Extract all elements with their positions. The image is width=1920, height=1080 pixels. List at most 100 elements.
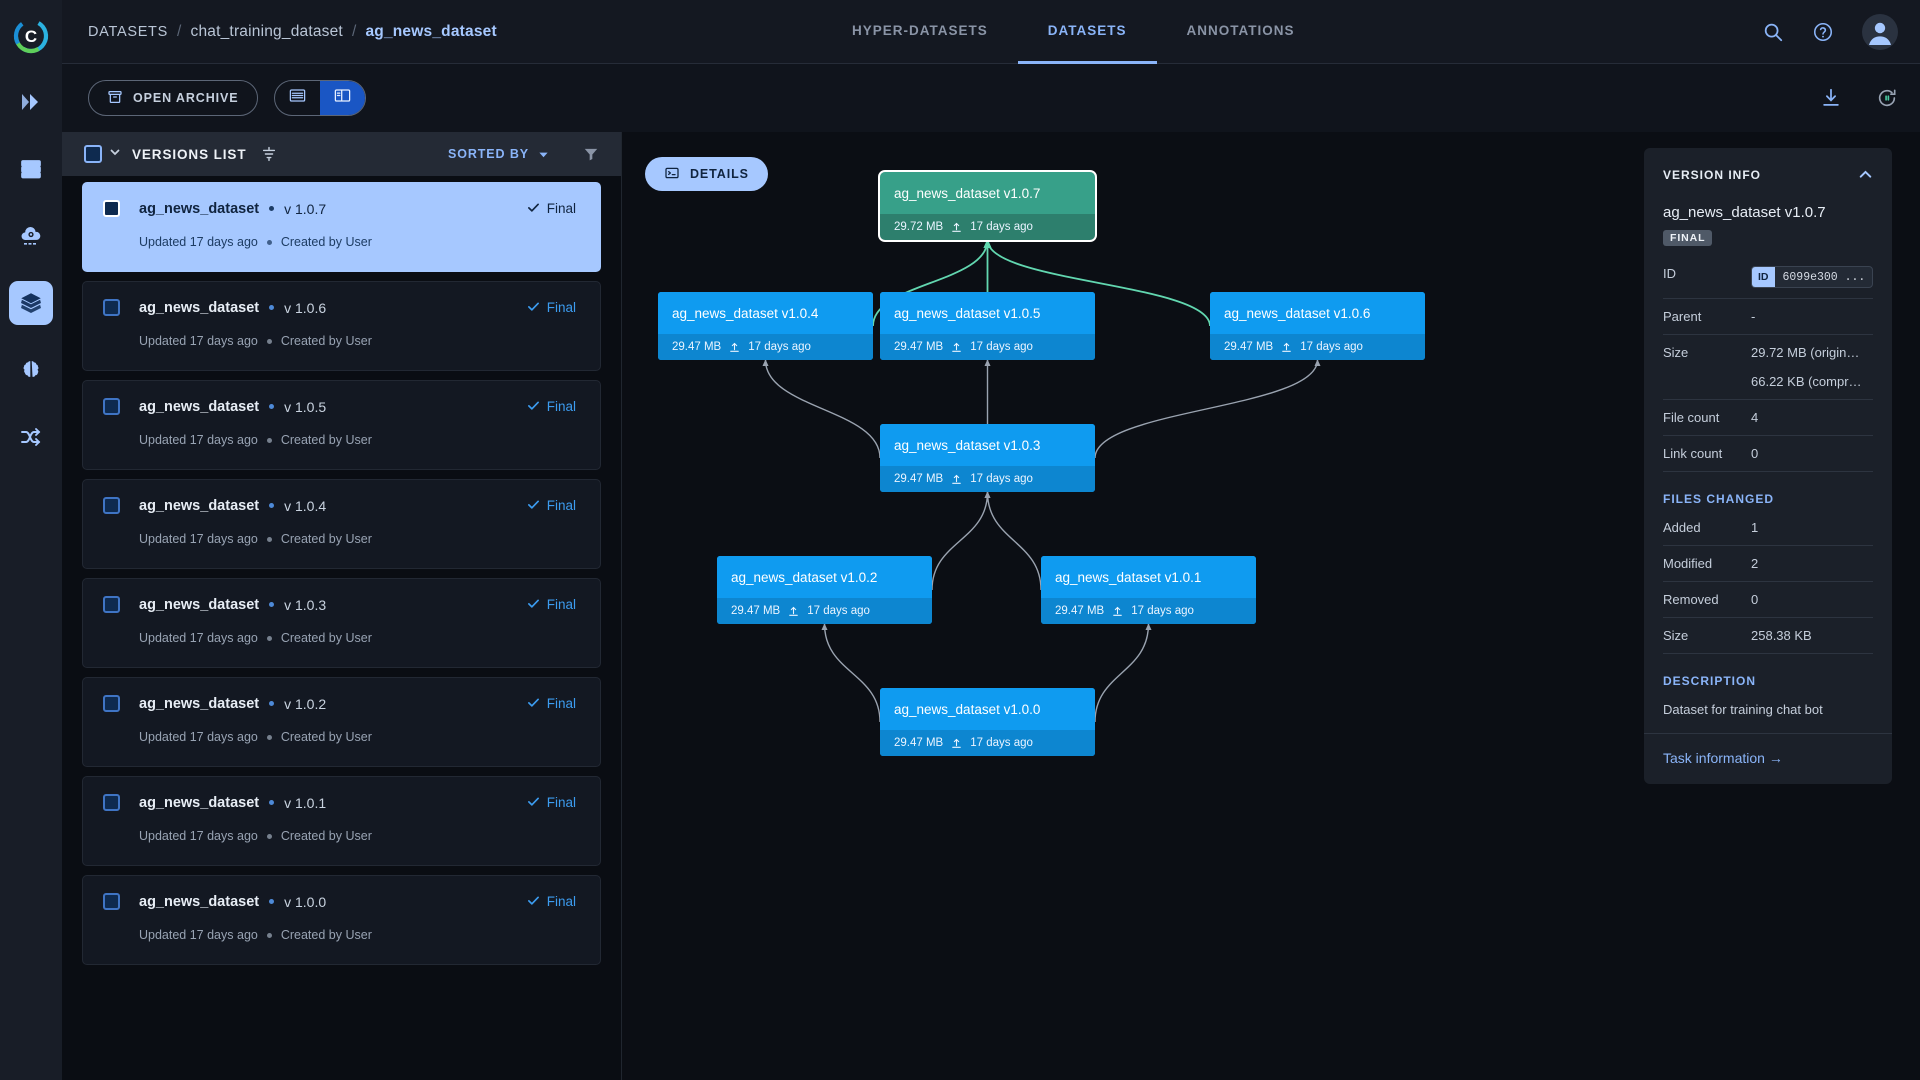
chevron-down-icon[interactable] [109,145,121,163]
chevron-up-icon[interactable] [1858,167,1873,182]
task-information-link[interactable]: Task information → [1663,750,1783,766]
list-view-button[interactable] [275,81,320,115]
files-row-size: Size 258.38 KB [1663,618,1873,654]
graph-node-time: 17 days ago [1300,341,1363,353]
breadcrumb-item-1[interactable]: chat_training_dataset [190,22,343,40]
details-button[interactable]: DETAILS [645,157,768,191]
version-info-name: ag_news_dataset v1.0.7 [1663,204,1826,221]
open-archive-button[interactable]: OPEN ARCHIVE [88,80,258,116]
sidebar-item-datasets[interactable] [9,281,53,325]
tab-hyper-datasets[interactable]: HYPER-DATASETS [852,23,988,38]
action-toolbar: OPEN ARCHIVE [62,64,1920,132]
search-icon[interactable] [1762,21,1784,43]
sidebar-item-models[interactable] [9,348,53,392]
tab-annotations[interactable]: ANNOTATIONS [1186,23,1295,38]
help-icon[interactable] [1812,21,1834,43]
separator-dot-icon [266,735,272,741]
version-item-status-label: Final [546,894,576,909]
separator-dot-icon [266,240,272,246]
graph-node-time: 17 days ago [970,737,1033,749]
id-chip-value: 6099e300 ... [1782,270,1866,284]
version-item-checkbox[interactable] [103,200,120,217]
upload-icon [1111,605,1124,618]
sidebar-item-orchestration[interactable] [9,415,53,459]
separator-dot-icon [269,503,275,508]
version-item-checkbox[interactable] [103,794,120,811]
avatar[interactable] [1862,14,1898,50]
version-item-updated: Updated 17 days ago [139,730,258,744]
clearml-logo[interactable]: C [0,10,62,62]
sort-icon[interactable] [261,146,277,162]
version-item-checkbox[interactable] [103,299,120,316]
version-item-status-label: Final [546,498,576,513]
breadcrumb-item-2[interactable]: ag_news_dataset [365,22,497,40]
info-key: Size [1663,345,1689,360]
breadcrumb-item-0[interactable]: DATASETS [88,23,168,40]
files-row-modified: Modified 2 [1663,546,1873,582]
version-item-checkbox[interactable] [103,596,120,613]
breadcrumb: DATASETS / chat_training_dataset / ag_ne… [88,23,497,41]
sidebar-item-workers[interactable] [9,147,53,191]
split-view-icon [333,86,352,110]
separator-dot-icon [269,899,275,904]
graph-node-size: 29.47 MB [1055,605,1105,617]
graph-node-title: ag_news_dataset v1.0.6 [1210,292,1425,334]
info-row-link-count: Link count 0 [1663,436,1873,472]
version-item-checkbox[interactable] [103,695,120,712]
filter-icon[interactable] [583,146,599,162]
info-value: 2 [1751,556,1759,571]
graph-edge [821,623,881,723]
archive-box-icon [107,89,123,108]
graph-node-title: ag_news_dataset v1.0.5 [880,292,1095,334]
sidebar-item-applications[interactable] [9,214,53,258]
select-all-checkbox[interactable] [84,145,102,163]
version-item-creator: Created by User [280,334,372,348]
header-actions [1762,0,1898,64]
graph-node-title: ag_news_dataset v1.0.2 [717,556,932,598]
version-item-checkbox[interactable] [103,398,120,415]
versions-list-title: VERSIONS LIST [132,146,247,162]
version-item-version: v 1.0.7 [284,200,327,217]
check-icon [527,201,540,217]
version-item-checkbox[interactable] [103,893,120,910]
info-value: - [1751,309,1756,324]
download-icon[interactable] [1820,87,1842,109]
tab-datasets[interactable]: DATASETS [1017,0,1157,64]
auto-refresh-icon[interactable] [1876,87,1898,109]
version-item-status: Final [527,201,576,217]
version-item-status-label: Final [546,300,576,315]
version-item-version: v 1.0.1 [284,794,327,811]
left-nav-rail: C [0,0,62,1080]
id-chip[interactable]: ID 6099e300 ... [1751,266,1873,288]
sorted-by-dropdown[interactable]: SORTED BY [448,147,549,161]
split-view-button[interactable] [319,81,365,115]
version-item-status: Final [527,894,576,910]
graph-node-title: ag_news_dataset v1.0.3 [880,424,1095,466]
version-item-checkbox[interactable] [103,497,120,514]
sidebar-item-pipelines[interactable] [9,80,53,124]
